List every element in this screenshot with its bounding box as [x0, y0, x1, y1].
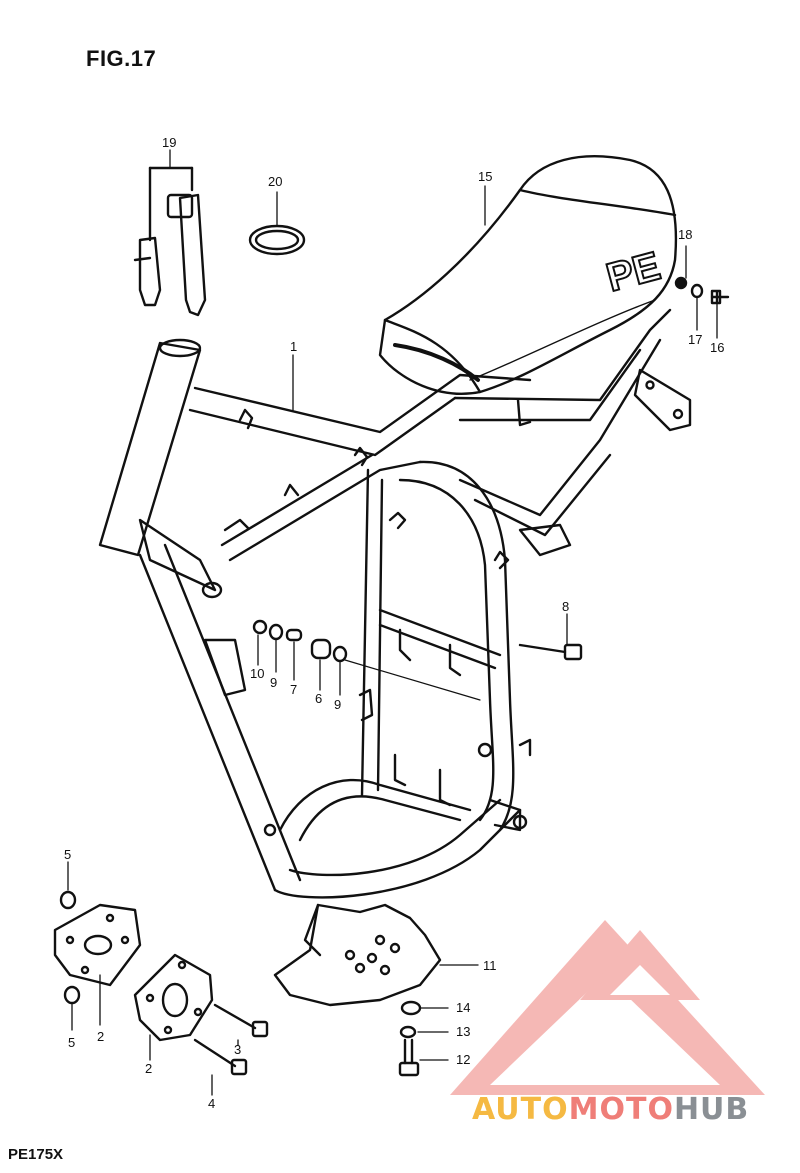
callout-10: 10 [250, 666, 265, 681]
seat-mark: PE [602, 244, 665, 300]
callout-8: 8 [562, 599, 570, 614]
model-code: PE175X [8, 1146, 64, 1163]
callout-18: 18 [678, 227, 693, 242]
callout-4: 4 [208, 1096, 216, 1111]
bolt-8 [518, 643, 583, 661]
nuts-5 [59, 890, 81, 1005]
callout-2: 2 [97, 1029, 105, 1044]
callout-6: 6 [315, 691, 323, 706]
o-ring [248, 224, 306, 256]
engine-bracket-upper [53, 903, 142, 987]
figure-title: FIG.17 [86, 46, 157, 71]
leader-lines [67, 149, 718, 1096]
watermark-hub: HUB [673, 1092, 750, 1127]
callout-16: 16 [710, 340, 725, 355]
callout-14: 14 [456, 1000, 471, 1015]
watermark-logo [450, 920, 765, 1095]
tool-set [133, 166, 207, 317]
callout-5: 5 [68, 1035, 76, 1050]
callout-9: 9 [334, 697, 342, 712]
callout-12: 12 [456, 1052, 471, 1067]
watermark-moto: MOTO [568, 1092, 674, 1127]
bushings [252, 619, 348, 663]
callout-7: 7 [290, 682, 298, 697]
skid-plate [273, 903, 442, 1007]
callout-15: 15 [478, 169, 493, 184]
callout-3: 3 [234, 1042, 242, 1057]
frame [98, 308, 692, 899]
callout-2: 2 [145, 1061, 153, 1076]
callout-9: 9 [270, 675, 278, 690]
callout-11: 11 [483, 958, 497, 973]
seat-fasteners [674, 276, 730, 305]
engine-bracket-lower [133, 953, 214, 1042]
callout-20: 20 [268, 174, 283, 189]
callout-17: 17 [688, 332, 703, 347]
watermark-auto: AUTO [472, 1092, 569, 1127]
watermark-text: AUTOMOTOHUB [472, 1092, 749, 1127]
skid-fasteners [398, 1000, 422, 1077]
callout-1: 1 [290, 339, 298, 354]
bolts-3-4 [193, 1003, 269, 1076]
callout-5: 5 [64, 847, 72, 862]
seat [378, 155, 678, 395]
callout-19: 19 [162, 135, 177, 150]
callout-13: 13 [456, 1024, 471, 1039]
